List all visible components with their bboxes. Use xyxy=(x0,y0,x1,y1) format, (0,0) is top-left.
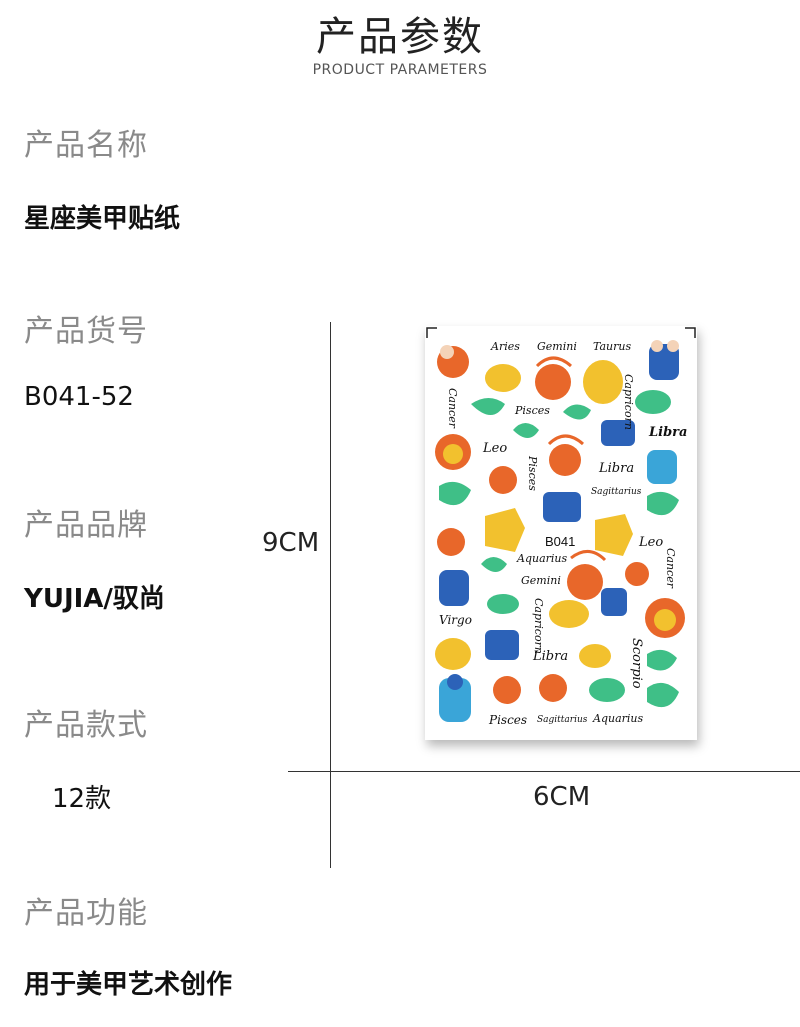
crop-mark-top-right xyxy=(685,327,696,338)
sticker-word: Pisces xyxy=(526,455,539,491)
libra-figure-sticker-2 xyxy=(485,630,519,660)
sticker-word: Aquarius xyxy=(592,712,643,725)
pisces-fish-sticker-2 xyxy=(487,594,519,614)
sticker-sheet-art: Aries Gemini Taurus Capricorn Cancer Pis… xyxy=(426,327,696,727)
sticker-word: Libra xyxy=(648,425,687,440)
taurus-sticker-3 xyxy=(579,644,611,668)
sticker-word: Sagittarius xyxy=(591,487,642,497)
sticker-word: Pisces xyxy=(488,713,527,727)
sagittarius-sticker-2 xyxy=(549,444,581,476)
capricorn-goat-sticker xyxy=(485,508,525,552)
scorpio-sticker xyxy=(439,481,471,506)
sticker-word: Virgo xyxy=(439,613,472,627)
taurus-bull-sticker xyxy=(485,364,521,392)
scorpio-sticker-2 xyxy=(647,649,677,671)
spec-value-name: 星座美甲贴纸 xyxy=(24,204,181,234)
aquarius-sticker xyxy=(647,450,677,484)
spec-label-brand: 产品品牌 xyxy=(24,508,148,543)
leo-sticker-3 xyxy=(625,562,649,586)
sticker-word: Capricorn xyxy=(622,374,635,430)
sticker-word: Cancer xyxy=(446,388,459,429)
sagittarius-archer-sticker xyxy=(535,364,571,400)
sticker-word: Leo xyxy=(638,535,663,550)
sticker-word: Sagittarius xyxy=(537,715,588,725)
gemini-sticker-2 xyxy=(439,570,469,606)
spec-label-function: 产品功能 xyxy=(24,896,148,931)
virgo-sticker xyxy=(583,360,623,404)
sticker-word: Cancer xyxy=(664,548,677,589)
dimension-height-label: 9CM xyxy=(262,528,320,558)
libra-scales-sticker xyxy=(601,420,635,446)
aries-ram-sticker-3 xyxy=(539,674,567,702)
gemini-twins-sticker xyxy=(649,344,679,380)
dimension-vertical-line xyxy=(330,322,331,868)
sagittarius-sticker-4 xyxy=(493,676,521,704)
spec-label-name: 产品名称 xyxy=(24,128,148,163)
sticker-sheet: Aries Gemini Taurus Capricorn Cancer Pis… xyxy=(425,326,697,740)
libra-figure-sticker xyxy=(543,492,581,522)
sticker-word: Gemini xyxy=(521,574,561,587)
sticker-sheet-code: B041 xyxy=(545,534,575,549)
spec-value-style: 12款 xyxy=(52,784,112,814)
dimension-horizontal-line xyxy=(288,771,800,772)
spec-value-brand: YUJIA/驭尚 xyxy=(24,584,165,614)
sticker-word: Leo xyxy=(482,441,507,456)
sticker-word: Libra xyxy=(532,649,568,664)
sticker-word: Aquarius xyxy=(516,552,567,565)
sticker-word: Scorpio xyxy=(629,638,644,689)
leaf-sticker xyxy=(471,398,505,415)
aries-ram-sticker-2 xyxy=(437,528,465,556)
taurus-bull-sticker-2 xyxy=(549,600,589,628)
sticker-word: Taurus xyxy=(593,340,631,353)
zodiac-illustrations xyxy=(435,340,685,722)
dimension-width-label: 6CM xyxy=(533,782,591,812)
leo-lion-small-sticker xyxy=(489,466,517,494)
sticker-word: Aries xyxy=(490,340,520,353)
zodiac-words: Aries Gemini Taurus Capricorn Cancer Pis… xyxy=(439,340,687,727)
sticker-word: Pisces xyxy=(514,404,550,417)
page-subtitle: PRODUCT PARAMETERS xyxy=(312,62,488,78)
spec-label-sku: 产品货号 xyxy=(24,314,148,349)
spec-value-function: 用于美甲艺术创作 xyxy=(24,970,233,1000)
crop-mark-top-left xyxy=(426,327,437,338)
spec-value-sku: B041-52 xyxy=(24,382,134,412)
virgo-sticker-2 xyxy=(435,638,471,670)
pisces-fish-sticker xyxy=(635,390,671,414)
aquarius-sticker-2 xyxy=(439,678,471,722)
sticker-word: Libra xyxy=(598,461,634,476)
pisces-fish-sticker-3 xyxy=(589,678,625,702)
spec-label-style: 产品款式 xyxy=(24,708,148,743)
sticker-word: Capricorn xyxy=(532,598,545,654)
page-title: 产品参数 xyxy=(316,14,484,60)
sagittarius-sticker-3 xyxy=(567,564,603,600)
sticker-word: Gemini xyxy=(537,340,577,353)
